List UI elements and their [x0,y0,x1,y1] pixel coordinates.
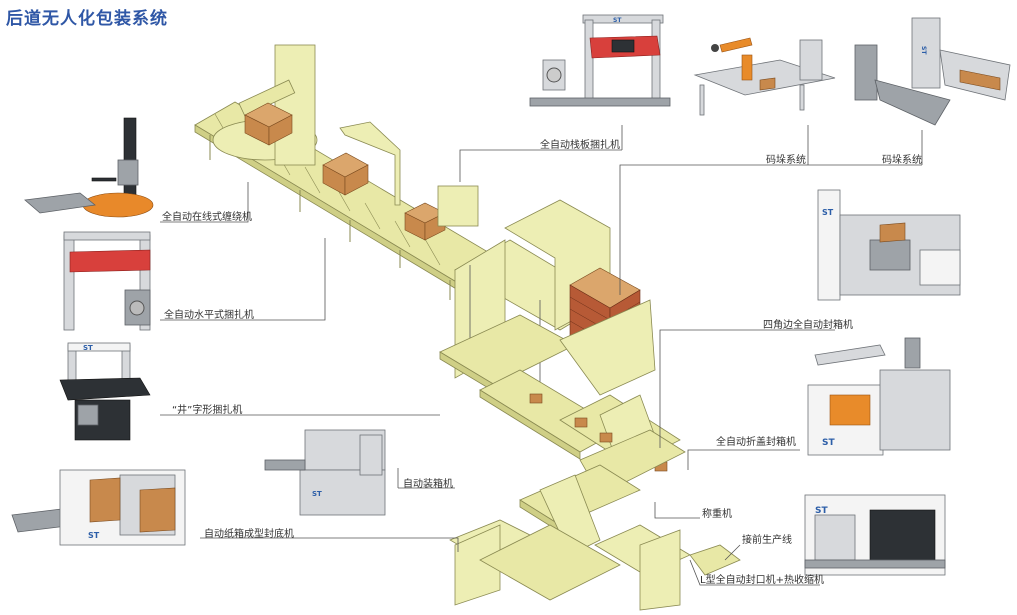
label-shrink-wrapper: L型全自动封口机+热收缩机 [700,573,824,586]
robot-palletizer-image [693,37,836,116]
svg-text:ST: ST [312,490,322,498]
svg-text:ST: ST [822,438,835,448]
wrapping-machine-image [24,117,154,218]
label-palletizer-2: 码垛系统 [882,153,922,166]
svg-text:ST: ST [613,17,622,24]
label-horizontal-strapping: 全自动水平式捆扎机 [164,308,254,321]
label-upstream-line: 接前生产线 [742,533,792,546]
cross-strapping-machine-image: ST [59,342,151,441]
page-title: 后道无人化包装系统 [6,9,168,29]
leader-lines [160,125,923,586]
label-wrapping-machine: 全自动在线式缠绕机 [162,210,252,223]
svg-text:ST: ST [822,208,834,217]
svg-text:ST: ST [83,344,93,352]
label-cross-strapping: “井”字形捆扎机 [172,403,242,416]
label-pallet-strapping: 全自动栈板捆扎机 [540,138,620,151]
label-four-corner-sealer: 四角边全自动封箱机 [763,318,853,331]
gantry-palletizer-image: ST [854,17,1011,126]
label-flap-folding-sealer: 全自动折盖封箱机 [716,435,796,448]
case-packer-image: ST [264,429,386,516]
label-checkweigher: 称重机 [702,507,732,520]
machine-labels: 全自动在线式缠绕机 全自动水平式捆扎机 “井”字形捆扎机 自动纸箱成型封底机 自… [162,138,922,586]
svg-text:ST: ST [920,46,927,55]
case-erector-image: ST [11,469,186,546]
svg-text:ST: ST [815,506,828,516]
pallet-strapping-machine-image: ST [529,14,671,107]
label-case-packer: 自动装箱机 [403,477,453,490]
flap-folding-sealer-image: ST [807,337,951,456]
svg-text:ST: ST [88,531,100,540]
palletizing-frame [439,199,656,396]
four-corner-sealer-image: ST [817,189,961,301]
horizontal-strapping-machine-image [63,231,151,331]
shrink-wrapper-image: ST [804,494,946,576]
label-case-erector: 自动纸箱成型封底机 [204,527,294,540]
carton-boxes [244,102,446,241]
central-conveyor-line [194,44,741,611]
label-palletizer-1: 码垛系统 [766,153,806,166]
